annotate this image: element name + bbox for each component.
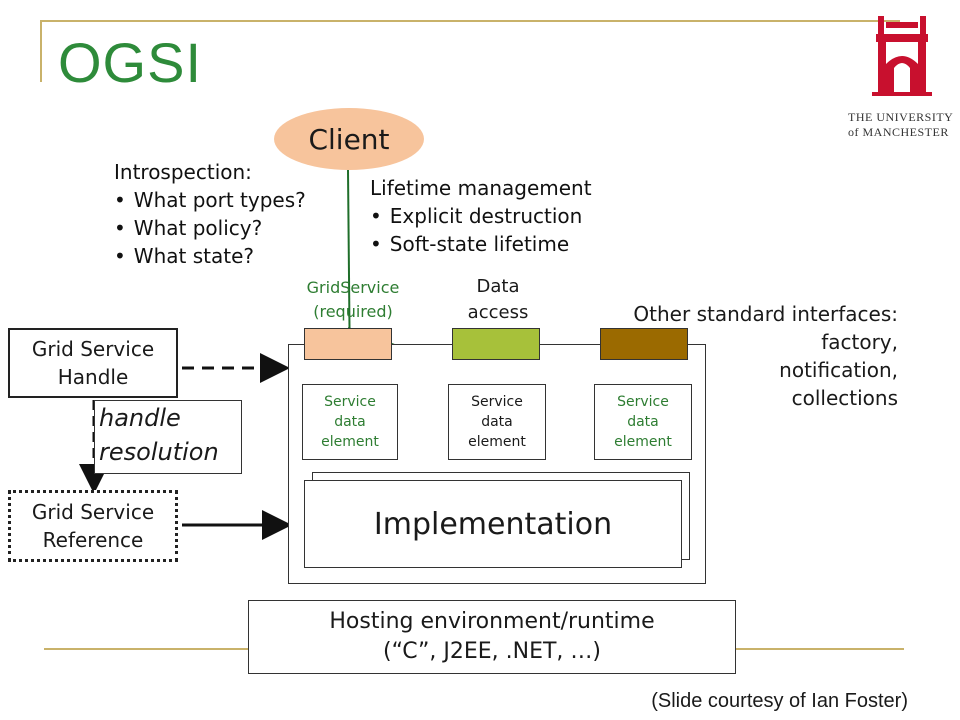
handle-line1: Grid Service (31, 337, 155, 361)
client-node: Client (274, 108, 424, 170)
sde-line: data (334, 414, 366, 430)
resolution-line2: resolution (99, 438, 219, 466)
implementation-box: Implementation (304, 480, 682, 568)
introspection-text: Introspection: What port types? What pol… (114, 158, 354, 270)
other-interface-port (600, 328, 688, 360)
gridservice-label-line2: (required) (313, 302, 393, 321)
implementation-label: Implementation (373, 506, 613, 542)
data-access-label: Data access (448, 274, 548, 326)
other-interfaces-line: collections (791, 386, 898, 410)
handle-line2: Handle (57, 365, 129, 389)
introspection-heading: Introspection: (114, 160, 252, 184)
gridservice-port (304, 328, 392, 360)
resolution-line1: handle (99, 404, 181, 432)
slide-title: OGSI (58, 31, 203, 94)
service-data-element-3: Service data element (594, 384, 692, 460)
handle-resolution-box: handle resolution (94, 400, 242, 474)
hosting-line2: (“C”, J2EE, .NET, …) (383, 639, 601, 664)
other-interfaces-line: factory, (821, 330, 898, 354)
slide-credit: (Slide courtesy of Ian Foster) (651, 690, 908, 712)
data-access-label-line1: Data (476, 276, 520, 297)
introspection-item: What policy? (114, 214, 354, 242)
service-data-element-2: Service data element (448, 384, 546, 460)
hosting-line1: Hosting environment/runtime (329, 609, 655, 634)
sde-line: data (627, 414, 659, 430)
sde-line: element (321, 434, 379, 450)
sde-line: element (614, 434, 672, 450)
sde-line: element (468, 434, 526, 450)
castle-emblem-icon (872, 16, 932, 96)
lifetime-list: Explicit destruction Soft-state lifetime (370, 202, 650, 258)
sde-line: Service (471, 394, 523, 410)
title-rule-horizontal (40, 20, 900, 22)
university-name-line2: of MANCHESTER (848, 125, 949, 139)
sde-line: Service (617, 394, 669, 410)
data-access-label-line2: access (467, 302, 529, 323)
other-interfaces-line: notification, (779, 358, 898, 382)
university-logo: THE UNIVERSITY of MANCHESTER (848, 8, 956, 139)
lifetime-item: Soft-state lifetime (370, 230, 650, 258)
other-interfaces-line: Other standard interfaces: (633, 302, 898, 326)
introspection-list: What port types? What policy? What state… (114, 186, 354, 270)
service-data-element-1: Service data element (302, 384, 398, 460)
introspection-item: What port types? (114, 186, 354, 214)
grid-service-handle-box: Grid Service Handle (8, 328, 178, 398)
reference-line1: Grid Service (31, 500, 155, 524)
gridservice-label: GridService (required) (280, 276, 426, 324)
reference-line2: Reference (42, 528, 144, 552)
lifetime-heading: Lifetime management (370, 176, 592, 200)
sde-line: Service (324, 394, 376, 410)
title-rule-vertical (40, 20, 42, 82)
other-interfaces-text: Other standard interfaces: factory, noti… (570, 300, 898, 412)
introspection-item: What state? (114, 242, 354, 270)
grid-service-reference-box: Grid Service Reference (8, 490, 178, 562)
university-name-line1: THE UNIVERSITY (848, 110, 954, 124)
data-access-port (452, 328, 540, 360)
lifetime-text: Lifetime management Explicit destruction… (370, 174, 650, 258)
sde-line: data (481, 414, 513, 430)
gridservice-label-line1: GridService (306, 278, 400, 297)
lifetime-item: Explicit destruction (370, 202, 650, 230)
hosting-environment-box: Hosting environment/runtime (“C”, J2EE, … (248, 600, 736, 674)
